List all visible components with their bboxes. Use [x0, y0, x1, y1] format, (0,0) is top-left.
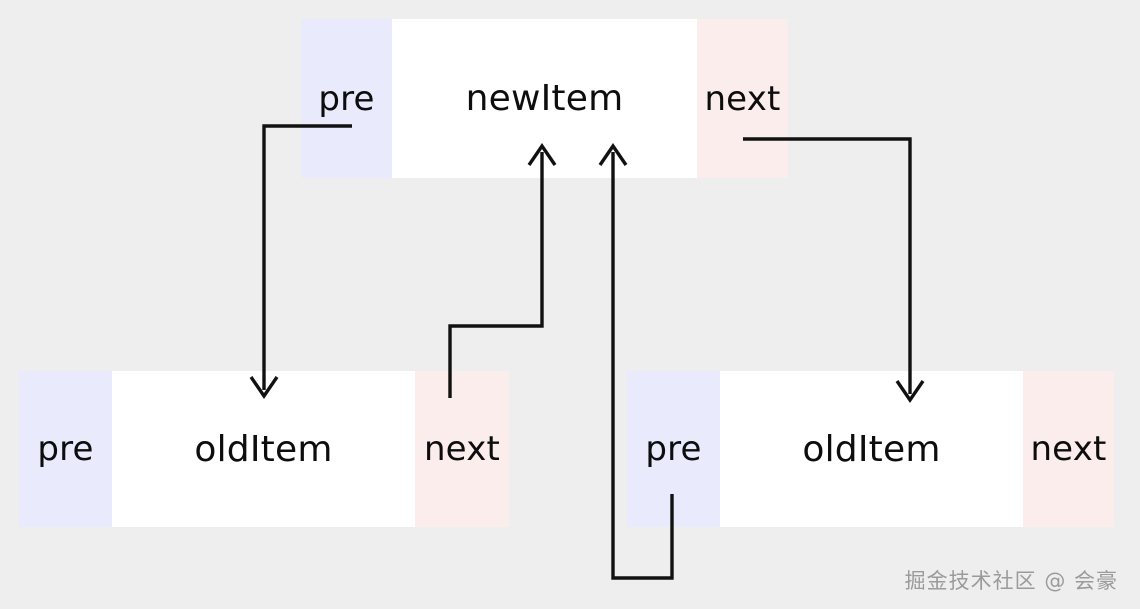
node-old-item-left: pre oldItem next — [19, 371, 509, 527]
node-new-item-next-cell: next — [697, 19, 788, 178]
edge-olditem-left-next-to-newitem — [448, 142, 557, 398]
node-old-item-left-pre-cell: pre — [19, 371, 112, 527]
watermark-text: 掘金技术社区 @ 会豪 — [904, 569, 1118, 593]
node-old-item-right-pre-cell: pre — [627, 371, 720, 527]
node-old-item-left-next-cell: next — [415, 371, 509, 527]
node-old-item-right: pre oldItem next — [627, 371, 1114, 527]
edge-line — [448, 152, 544, 398]
node-new-item-pre-cell: pre — [301, 19, 392, 178]
node-new-item: pre newItem next — [301, 19, 788, 178]
edge-newitem-next-to-olditem-right — [743, 137, 925, 404]
node-old-item-left-body-cell: oldItem — [112, 371, 415, 527]
node-new-item-body-cell: newItem — [392, 19, 697, 178]
node-old-item-right-body-cell: oldItem — [720, 371, 1023, 527]
node-old-item-right-next-cell: next — [1023, 371, 1114, 527]
